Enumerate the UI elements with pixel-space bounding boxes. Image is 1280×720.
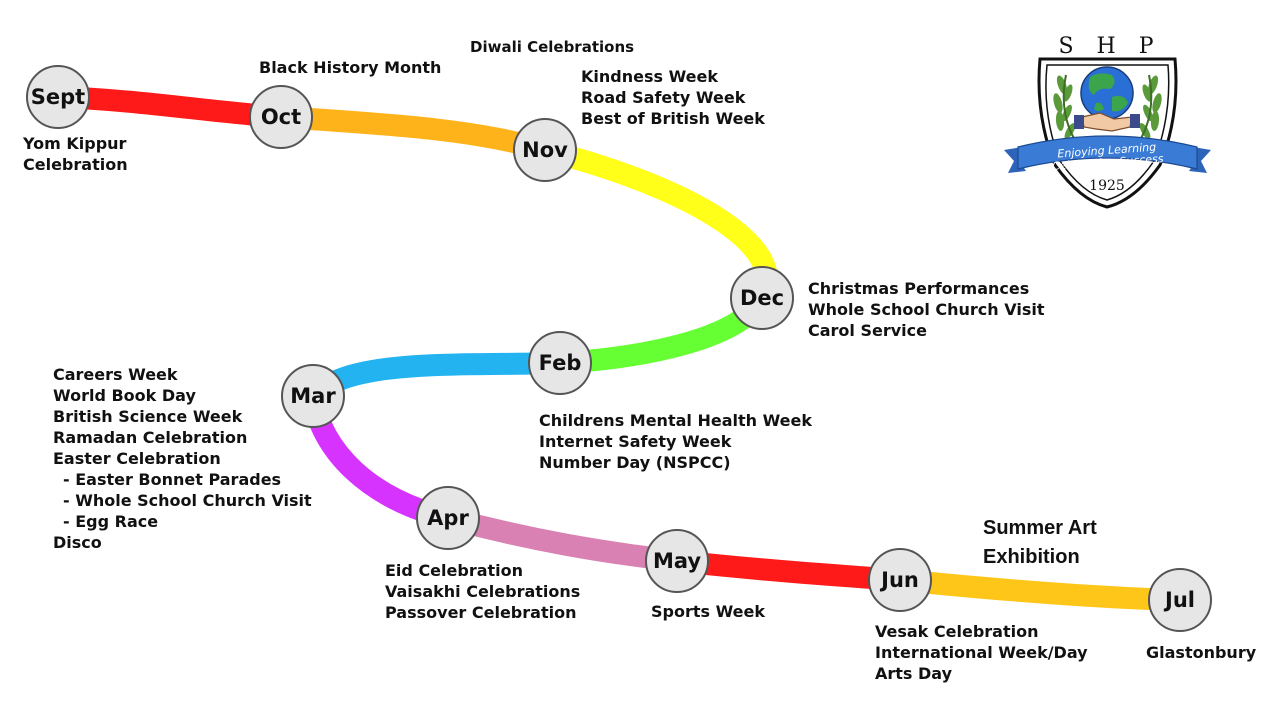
event-item: Disco — [53, 533, 102, 552]
event-item: Celebration — [23, 155, 128, 174]
event-item: Number Day (NSPCC) — [539, 453, 731, 472]
segment-may-jun — [666, 550, 911, 591]
events-sept: Yom Kippur Celebration — [23, 133, 128, 175]
event-subitem: - Easter Bonnet Parades — [63, 470, 282, 489]
month-node-mar: Mar — [281, 364, 345, 428]
month-node-apr: Apr — [416, 486, 480, 550]
event-item: Eid Celebration — [385, 561, 524, 580]
segment-sept-oct — [47, 86, 292, 128]
logo-year: 1925 — [1089, 178, 1125, 194]
events-apr: Eid Celebration Vaisakhi Celebrations Pa… — [385, 560, 580, 623]
event-item: Whole School Church Visit — [808, 300, 1045, 319]
event-item: Summer Art — [983, 517, 1097, 539]
events-jun: Vesak Celebration International Week/Day… — [875, 621, 1088, 684]
event-item: Passover Celebration — [385, 603, 577, 622]
event-item: Exhibition — [983, 546, 1080, 568]
events-mar: Careers Week World Book Day British Scie… — [53, 364, 312, 553]
event-item: World Book Day — [53, 386, 196, 405]
events-oct: Black History Month — [259, 57, 441, 78]
events-feb: Childrens Mental Health Week Internet Sa… — [539, 410, 812, 473]
events-nov: Kindness Week Road Safety Week Best of B… — [581, 66, 765, 129]
event-item: Ramadan Celebration — [53, 428, 248, 447]
event-subitem: - Egg Race — [63, 512, 159, 531]
event-item: Arts Day — [875, 664, 953, 683]
event-item: Easter Celebration — [53, 449, 221, 468]
segment-jun-jul — [889, 569, 1191, 611]
event-subitem: - Whole School Church Visit — [63, 491, 312, 510]
shield-shape — [1037, 57, 1178, 209]
event-item: Road Safety Week — [581, 88, 746, 107]
handshake-icon — [1074, 112, 1140, 132]
month-node-nov: Nov — [513, 118, 577, 182]
laurel-left-icon — [1053, 74, 1079, 146]
event-item: Best of British Week — [581, 109, 765, 128]
event-item: Childrens Mental Health Week — [539, 411, 812, 430]
event-item: Vesak Celebration — [875, 622, 1039, 641]
month-node-sept: Sept — [26, 65, 90, 129]
segment-apr-may — [437, 507, 688, 572]
month-node-may: May — [645, 529, 709, 593]
event-item: Internet Safety Week — [539, 432, 732, 451]
event-item: Glastonbury — [1146, 643, 1257, 662]
event-item: Sports Week — [651, 602, 766, 621]
month-node-jul: Jul — [1148, 568, 1212, 632]
events-dec: Christmas Performances Whole School Chur… — [808, 278, 1044, 341]
event-item: Vaisakhi Celebrations — [385, 582, 581, 601]
events-nov-extra: Diwali Celebrations — [470, 37, 634, 58]
school-logo: Enjoying Learning Celebrating Success 19… — [1004, 57, 1211, 209]
event-item: Yom Kippur — [23, 134, 127, 153]
motto-banner: Enjoying Learning Celebrating Success — [1004, 135, 1211, 173]
segment-nov-dec — [534, 139, 779, 309]
month-node-jun: Jun — [868, 548, 932, 612]
event-item: Diwali Celebrations — [470, 38, 635, 56]
event-item: Careers Week — [53, 365, 178, 384]
event-item: Carol Service — [808, 321, 927, 340]
events-jul: Glastonbury — [1146, 642, 1256, 663]
event-item: Kindness Week — [581, 67, 719, 86]
events-may: Sports Week — [651, 601, 765, 622]
globe-icon — [1080, 66, 1134, 120]
segment-oct-nov — [270, 106, 556, 161]
month-node-oct: Oct — [249, 85, 313, 149]
month-node-dec: Dec — [730, 266, 794, 330]
event-item: Christmas Performances — [808, 279, 1030, 298]
event-item: Black History Month — [259, 58, 442, 77]
events-jun-extra: Summer Art Exhibition — [983, 514, 1097, 572]
event-item: British Science Week — [53, 407, 243, 426]
segment-feb-mar — [302, 352, 571, 407]
event-item: International Week/Day — [875, 643, 1088, 662]
month-node-feb: Feb — [528, 331, 592, 395]
